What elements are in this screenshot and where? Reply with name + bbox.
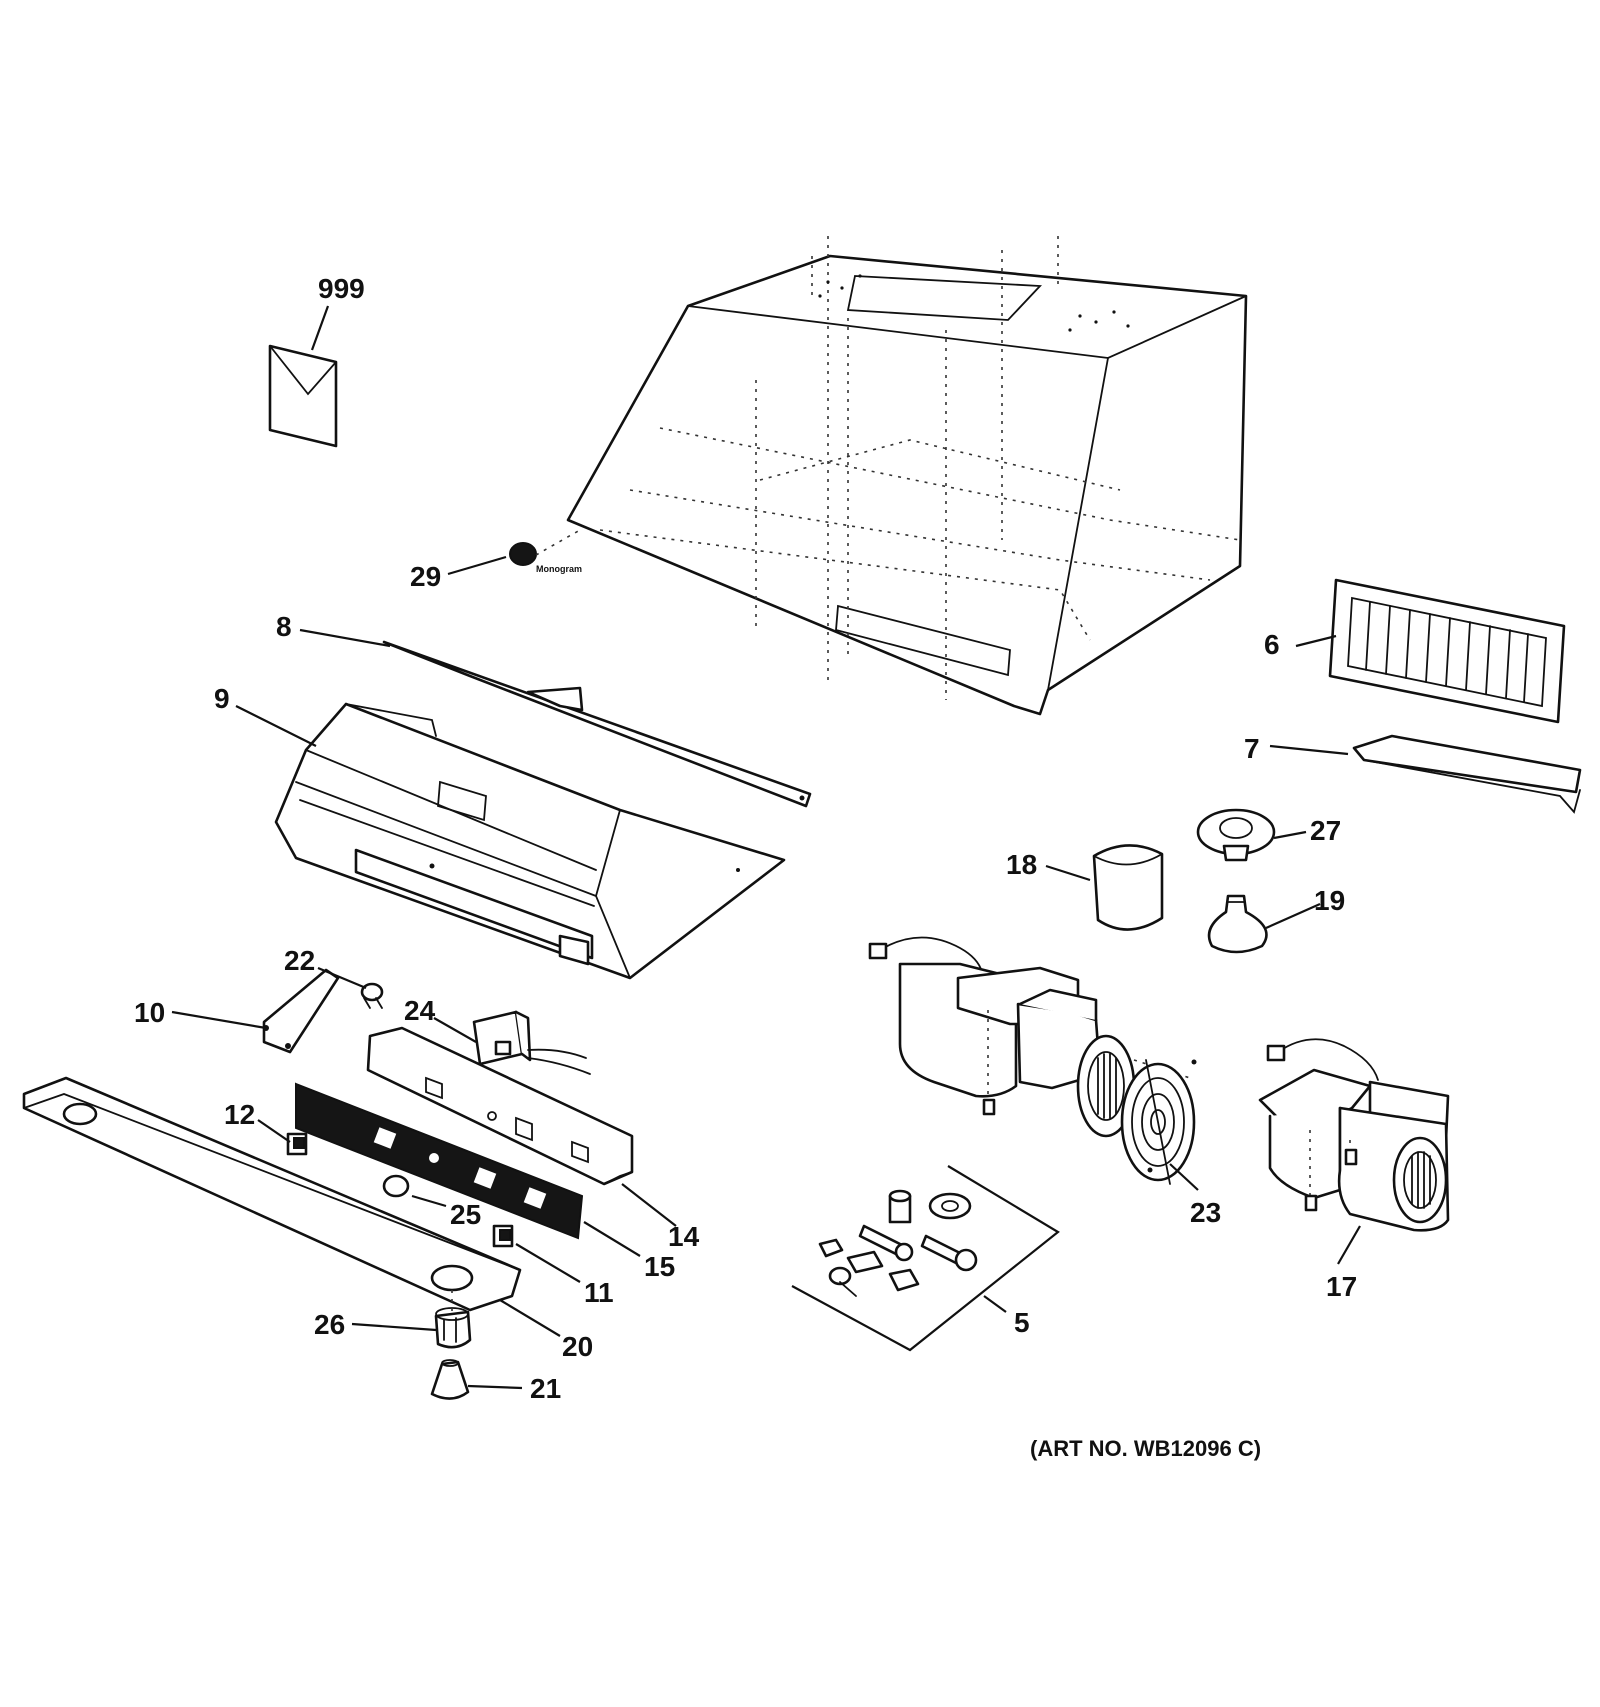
callout-labels: 999 29 8 9 6 7 27 18 19 22 24 10 12 25 1… — [134, 273, 1357, 1404]
light-bulb — [1207, 894, 1268, 954]
control-overlay — [295, 1082, 584, 1240]
callout-7: 7 — [1244, 733, 1260, 764]
callout-20: 20 — [562, 1331, 593, 1362]
literature-envelope — [268, 344, 338, 448]
callout-6: 6 — [1264, 629, 1280, 660]
callout-17: 17 — [1326, 1271, 1357, 1302]
callout-8: 8 — [276, 611, 292, 642]
callout-10: 10 — [134, 997, 165, 1028]
callout-11: 11 — [584, 1277, 614, 1308]
art-number: (ART NO. WB12096 C) — [1030, 1436, 1261, 1461]
callout-14: 14 — [668, 1221, 700, 1252]
hood-housing — [566, 236, 1248, 716]
rocker-switch-12 — [286, 1132, 308, 1156]
thermostat — [360, 982, 384, 1009]
blower-left — [868, 936, 1191, 1138]
callout-26: 26 — [314, 1309, 345, 1340]
rocker-switch-11 — [492, 1224, 514, 1248]
charcoal-filter — [1328, 578, 1566, 724]
hardware-kit — [791, 1165, 1060, 1352]
callout-15: 15 — [644, 1251, 675, 1282]
callout-29: 29 — [410, 561, 441, 592]
callout-24: 24 — [404, 995, 436, 1026]
inner-shell — [274, 702, 786, 980]
control-panel-housing — [366, 1026, 634, 1186]
blower-wheel-fins-left — [1097, 1053, 1117, 1119]
nameplate-text: Monogram — [536, 564, 582, 574]
callout-19: 19 — [1314, 885, 1345, 916]
light-lens — [1092, 844, 1164, 931]
control-knob-25 — [382, 1174, 410, 1198]
lamp-socket — [1196, 808, 1276, 862]
callout-18: 18 — [1006, 849, 1037, 880]
callout-23: 23 — [1190, 1197, 1221, 1228]
callout-9: 9 — [214, 683, 230, 714]
callout-999: 999 — [318, 273, 365, 304]
motor-mount-plate — [1120, 1059, 1197, 1185]
filter-strip — [382, 640, 812, 808]
blower-wheel-fins-right — [1411, 1151, 1431, 1209]
callout-5: 5 — [1014, 1307, 1030, 1338]
blower-right — [1258, 1038, 1450, 1232]
callout-25: 25 — [450, 1199, 481, 1230]
nameplate-badge: Monogram — [509, 529, 582, 574]
front-trim-rail — [22, 1076, 522, 1312]
infinite-switch-26 — [434, 1290, 472, 1349]
callout-22: 22 — [284, 945, 315, 976]
filter-louvers — [1365, 601, 1529, 703]
control-bracket — [262, 968, 340, 1054]
callout-12: 12 — [224, 1099, 255, 1130]
control-knob-21 — [430, 1359, 470, 1400]
vent-holes — [818, 274, 1130, 332]
callout-27: 27 — [1310, 815, 1341, 846]
filter-trough — [1352, 734, 1582, 814]
leader-lines — [171, 305, 1361, 1390]
fan-control-timer — [472, 1010, 591, 1075]
callout-21: 21 — [530, 1373, 561, 1404]
hardware-items — [818, 1189, 978, 1297]
